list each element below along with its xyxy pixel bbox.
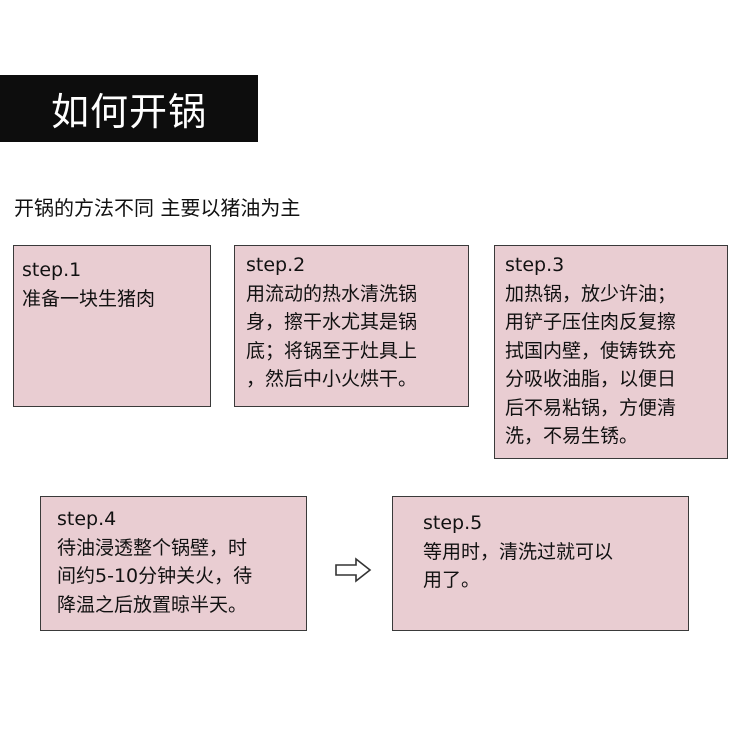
step-description: 加热锅，放少许油； 用铲子压住肉反复擦 拭国内壁，使铸铁充 分吸收油脂，以便日 …	[505, 282, 677, 448]
page-title: 如何开锅	[0, 75, 258, 142]
step-card-5: step.5 等用时，清洗过就可以 用了。	[392, 496, 689, 631]
step-label: step.4	[57, 508, 117, 530]
step-card-4: step.4 待油浸透整个锅壁，时 间约5-10分钟关火，待 降温之后放置晾半天…	[40, 496, 307, 631]
intro-text: 开锅的方法不同 主要以猪油为主	[14, 196, 301, 220]
step-card-3: step.3 加热锅，放少许油； 用铲子压住肉反复擦 拭国内壁，使铸铁充 分吸收…	[494, 245, 728, 459]
step-description: 准备一块生猪肉	[22, 287, 156, 310]
step-label: step.1	[22, 259, 82, 281]
right-arrow-icon	[335, 557, 372, 583]
step-label: step.2	[246, 254, 306, 276]
step-description: 等用时，清洗过就可以 用了。	[423, 540, 614, 592]
step-card-1: step.1 准备一块生猪肉	[13, 245, 211, 407]
step-description: 用流动的热水清洗锅 身，擦干水尤其是锅 底；将锅至于灶具上 ，然后中小火烘干。	[246, 282, 418, 391]
page-title-text: 如何开锅	[50, 90, 207, 134]
step-card-2: step.2 用流动的热水清洗锅 身，擦干水尤其是锅 底；将锅至于灶具上 ，然后…	[234, 245, 469, 407]
step-label: step.5	[423, 512, 483, 534]
step-description: 待油浸透整个锅壁，时 间约5-10分钟关火，待 降温之后放置晾半天。	[57, 536, 253, 616]
step-label: step.3	[505, 254, 565, 276]
